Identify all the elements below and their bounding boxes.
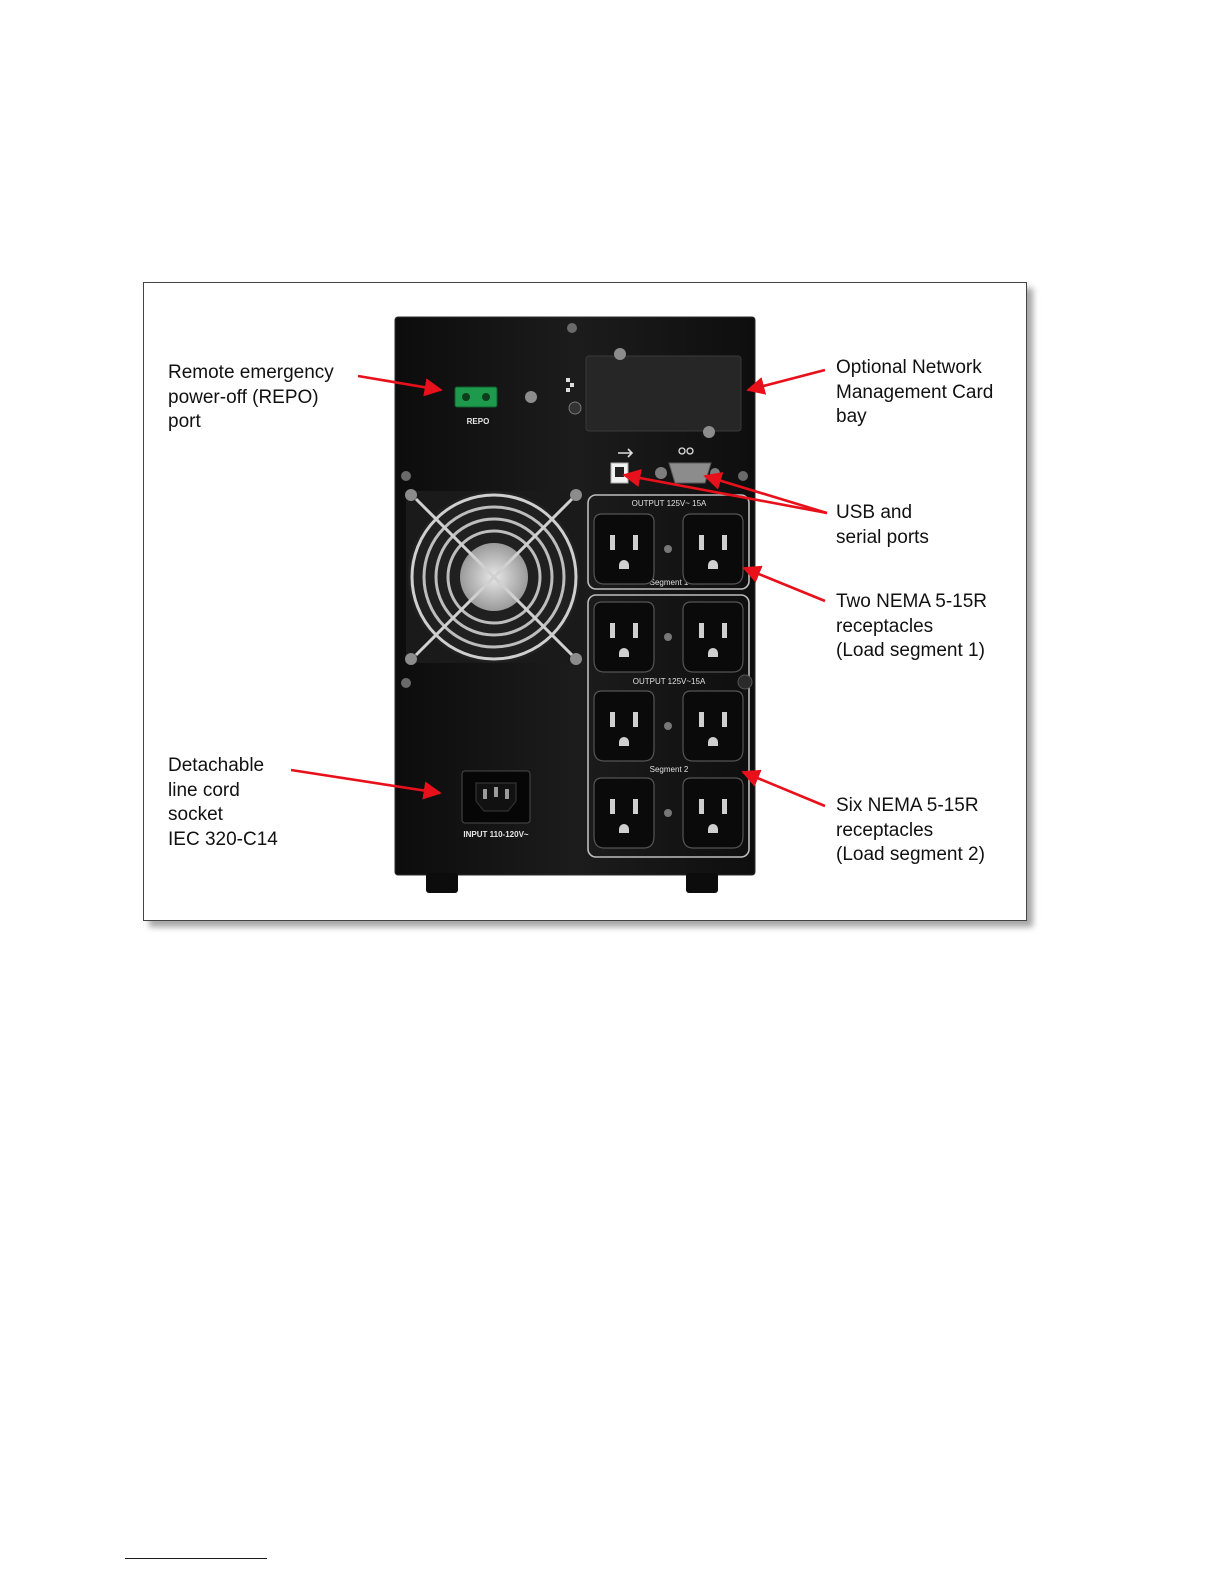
nema-outlet <box>594 691 654 761</box>
serial-port <box>669 463 711 483</box>
output-rating-2: OUTPUT 125V~15A <box>633 677 706 686</box>
right-foot <box>686 873 718 893</box>
screw <box>401 471 411 481</box>
nema-outlet <box>594 514 654 584</box>
nema-outlet <box>683 691 743 761</box>
arrow-seg1 <box>744 568 825 601</box>
callout-network-card-bay: Optional Network Management Card bay <box>836 356 993 430</box>
callout-load-segment-1: Two NEMA 5-15R receptacles (Load segment… <box>836 590 987 664</box>
callout-load-segment-2: Six NEMA 5-15R receptacles (Load segment… <box>836 794 985 868</box>
segment-2-label: Segment 2 <box>650 765 689 774</box>
footnote-rule <box>125 1558 267 1559</box>
segment-1-label: Segment 1 <box>650 578 689 587</box>
nema-outlet <box>683 602 743 672</box>
input-rating-label: INPUT 110-120V~ <box>463 830 528 839</box>
screw <box>738 471 748 481</box>
network-card-bay <box>586 348 741 438</box>
screw <box>401 678 411 688</box>
nema-outlet <box>594 778 654 848</box>
cooling-fan <box>405 489 584 665</box>
repo-label: REPO <box>467 417 490 426</box>
figure-frame: REPO <box>143 282 1027 921</box>
arrow-nmc <box>748 370 825 390</box>
left-foot <box>426 873 458 893</box>
nema-outlet <box>683 778 743 848</box>
callout-repo-port: Remote emergency power-off (REPO) port <box>168 361 334 435</box>
output-rating-1: OUTPUT 125V~ 15A <box>632 499 707 508</box>
nema-outlet <box>594 602 654 672</box>
callout-line-cord-socket: Detachable line cord socket IEC 320-C14 <box>168 754 278 852</box>
screw <box>567 323 577 333</box>
callout-usb-serial-ports: USB and serial ports <box>836 501 929 550</box>
nema-outlet <box>683 514 743 584</box>
